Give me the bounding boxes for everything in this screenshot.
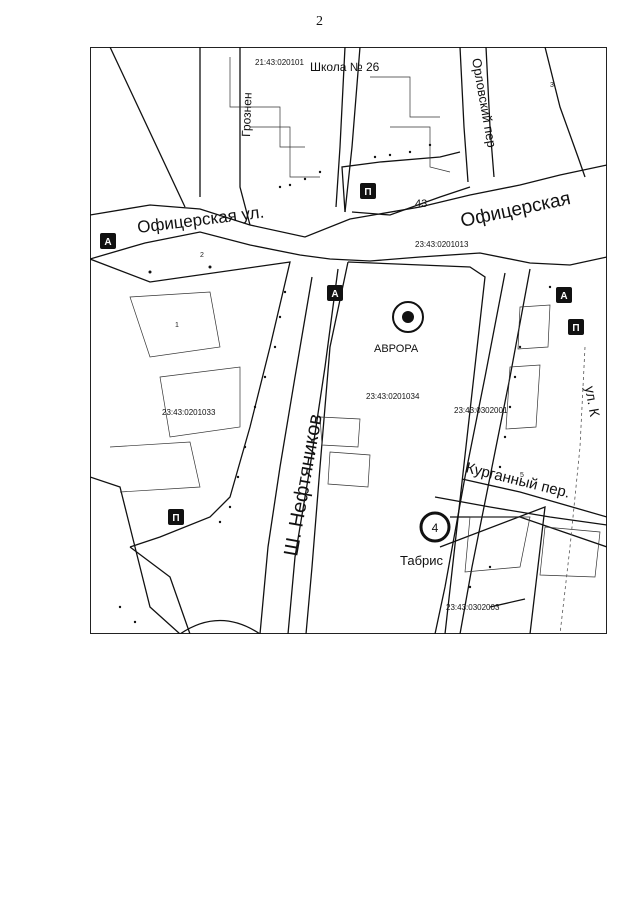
bus-stop-icon: А bbox=[100, 233, 116, 249]
bus-stop-label: А bbox=[560, 291, 567, 302]
cadastral-0302001: 23:43:0302001 bbox=[454, 406, 508, 415]
parcel-lines bbox=[109, 57, 601, 578]
map-border bbox=[90, 47, 607, 634]
cadastral-0201033: 23:43:0201033 bbox=[162, 408, 216, 417]
place-label-avrora: АВРОРА bbox=[374, 343, 419, 355]
place-label-school: Школа № 26 bbox=[310, 60, 380, 74]
cadastral-map: Офицерская ул. Офицерская Орловский пер … bbox=[90, 47, 607, 634]
building-number-43: 43 bbox=[415, 198, 427, 210]
marker-icon: П bbox=[168, 509, 184, 525]
cadastral-0201013: 23:43:0201013 bbox=[415, 240, 469, 249]
marker-icon: П bbox=[568, 319, 584, 335]
parcel-number: 2 bbox=[200, 252, 204, 259]
cadastral-0302003: 23:43:0302003 bbox=[446, 603, 500, 612]
dashed-boundary bbox=[559, 346, 586, 634]
bus-stop-label: А bbox=[331, 289, 338, 300]
avrora-circle-icon bbox=[392, 301, 424, 333]
bus-stop-icon: А bbox=[556, 287, 572, 303]
marker-icon: П bbox=[360, 183, 376, 199]
place-label-tabris: Табрис bbox=[400, 553, 444, 568]
marker-label: П bbox=[572, 323, 579, 334]
tabris-circle-icon: 4 bbox=[419, 511, 451, 543]
bus-stop-label: А bbox=[104, 237, 111, 248]
tabris-circle-number: 4 bbox=[432, 521, 439, 535]
page-number: 2 bbox=[316, 14, 323, 29]
marker-label: П bbox=[364, 187, 371, 198]
road-outlines bbox=[90, 47, 607, 634]
parcel-number: 1 bbox=[175, 322, 179, 329]
marker-label: П bbox=[172, 513, 179, 524]
survey-marks bbox=[118, 143, 562, 624]
cadastral-0201034: 23:43:0201034 bbox=[366, 392, 420, 401]
bus-stop-icon: А bbox=[327, 285, 343, 301]
street-label-ul-k: ул. К bbox=[582, 385, 603, 419]
street-label-groznenskaya: Грознен bbox=[239, 92, 255, 137]
parcel-number: 3 bbox=[550, 82, 554, 89]
cadastral-top: 21:43:020101 bbox=[255, 58, 304, 67]
parcel-number: 5 bbox=[520, 472, 524, 479]
